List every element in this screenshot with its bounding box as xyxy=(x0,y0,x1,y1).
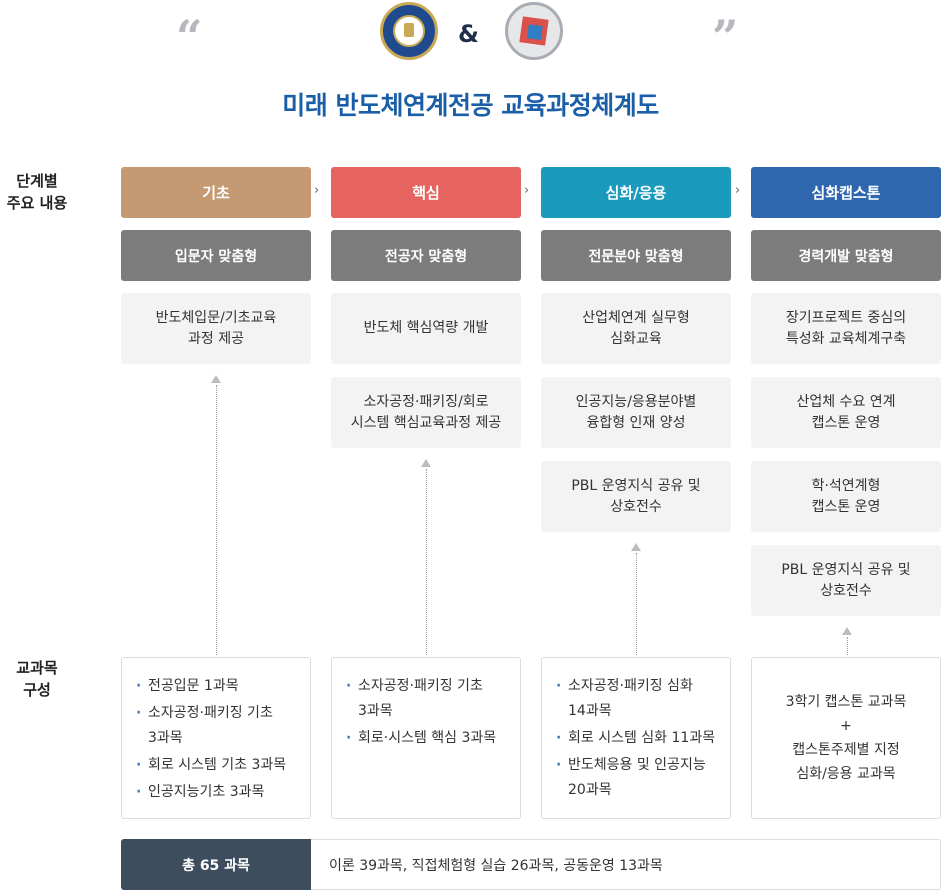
ajou-university-logo xyxy=(380,2,438,60)
stage-core: 핵심 xyxy=(331,167,521,218)
chevron-right-icon: › xyxy=(314,183,320,198)
chevron-right-icon: › xyxy=(735,183,741,198)
partner-university-logo xyxy=(505,2,563,60)
stage-advanced: 심화/응용 xyxy=(541,167,731,218)
plus-icon: + xyxy=(840,718,852,734)
row-label-stage: 단계별 주요 내용 xyxy=(6,172,68,212)
open-quote-icon: “ xyxy=(176,10,203,64)
total-courses-detail: 이론 39과목, 직접체험형 실습 26과목, 공동운영 13과목 xyxy=(311,839,941,890)
connector-line xyxy=(847,637,848,655)
arrow-up-icon xyxy=(631,543,641,551)
list-item: 회로 시스템 기초 3과목 xyxy=(136,753,296,778)
connector-line xyxy=(636,553,637,655)
chevron-right-icon: › xyxy=(524,183,530,198)
type-major: 전공자 맞춤형 xyxy=(331,230,521,281)
row-label-courses: 교과목 구성 xyxy=(16,659,58,699)
arrow-up-icon xyxy=(842,627,852,635)
ampersand: & xyxy=(458,20,479,48)
arrow-up-icon xyxy=(211,375,221,383)
type-career: 경력개발 맞춤형 xyxy=(751,230,941,281)
list-item: 회로 시스템 심화 11과목 xyxy=(556,726,716,751)
stage-basic: 기초 xyxy=(121,167,311,218)
content-box: 반도체 핵심역량 개발 xyxy=(331,293,521,364)
list-item: 회로·시스템 핵심 3과목 xyxy=(346,726,506,751)
course-list-capstone: 3학기 캡스톤 교과목 + 캡스톤주제별 지정 심화/응용 교과목 xyxy=(751,657,941,819)
type-beginner: 입문자 맞춤형 xyxy=(121,230,311,281)
type-specialist: 전문분야 맞춤형 xyxy=(541,230,731,281)
list-item: 전공입문 1과목 xyxy=(136,674,296,699)
list-item: 인공지능기초 3과목 xyxy=(136,780,296,805)
connector-line xyxy=(216,385,217,655)
arrow-up-icon xyxy=(421,459,431,467)
connector-line xyxy=(426,469,427,655)
total-courses-label: 총 65 과목 xyxy=(121,839,311,890)
stage-capstone: 심화캡스톤 xyxy=(751,167,941,218)
page-title: 미래 반도체연계전공 교육과정체계도 xyxy=(282,91,659,120)
close-quote-icon: ” xyxy=(712,10,739,64)
